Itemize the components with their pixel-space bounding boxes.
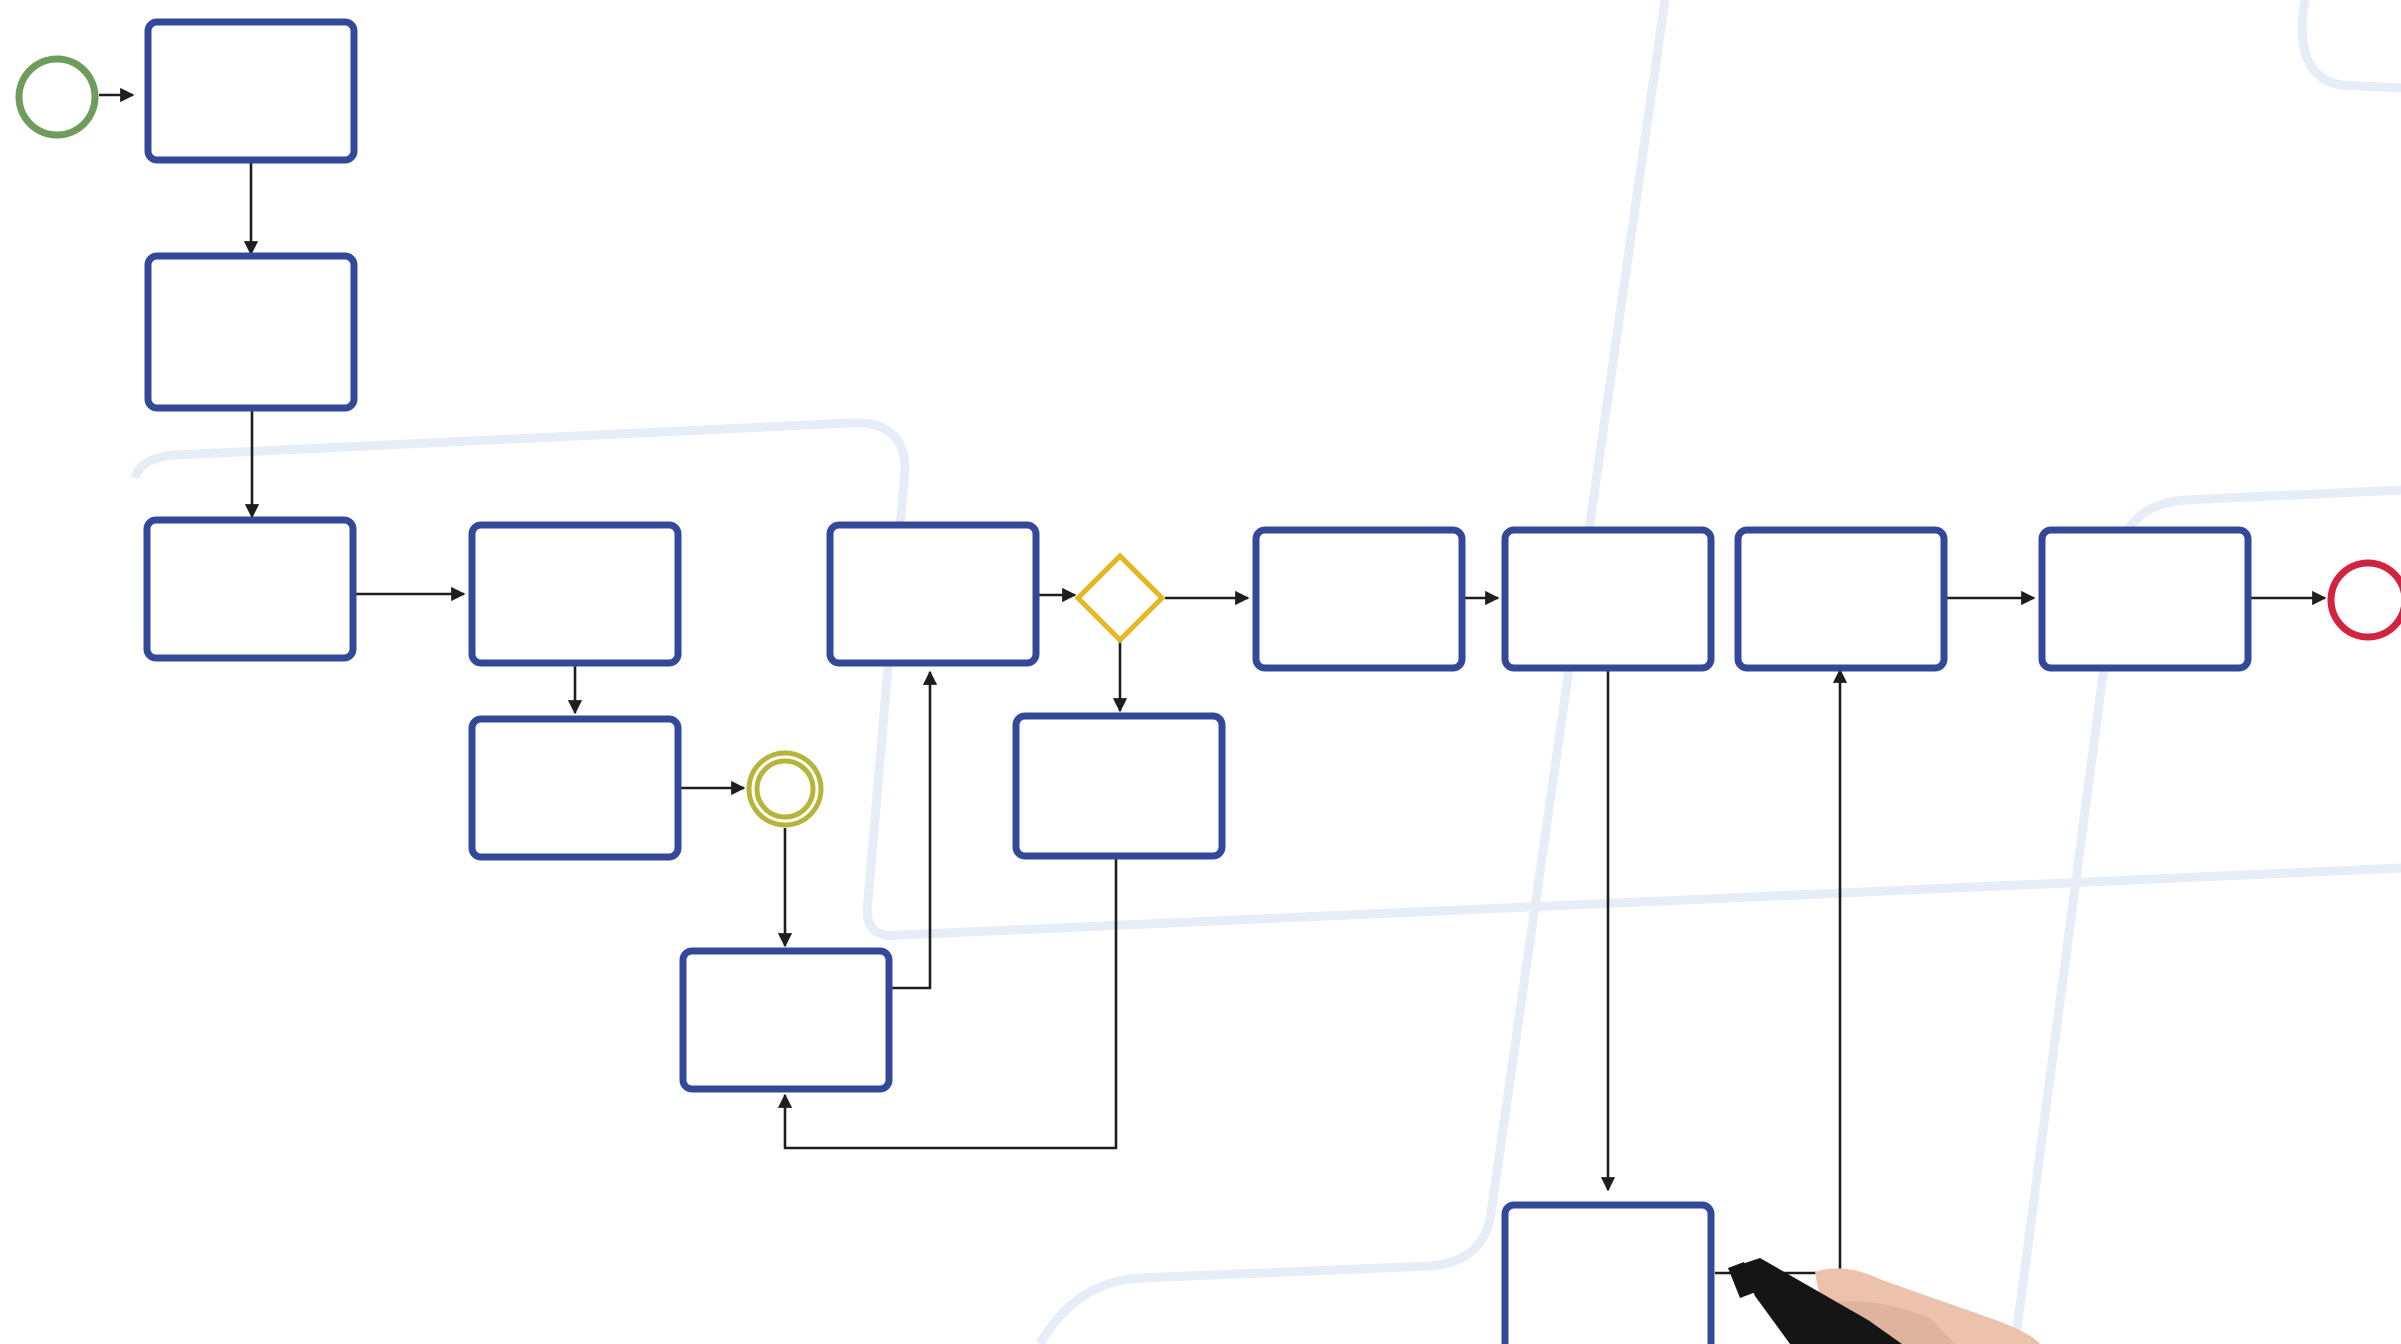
sequence-flow-12 — [777, 858, 1118, 1150]
start-event-icon — [15, 55, 99, 139]
sequence-flow-15 — [1715, 668, 1848, 1275]
task-box-3 — [143, 516, 357, 662]
task-box-4 — [468, 521, 682, 667]
hand-with-marker-icon — [1728, 1258, 2040, 1344]
glass-panel-corner — [2297, 0, 2401, 93]
task-box-11 — [1734, 526, 1948, 672]
task-box-1 — [144, 18, 358, 164]
glass-panel-left — [130, 418, 2401, 941]
task-box-13 — [1501, 1201, 1715, 1344]
task-box-8 — [1012, 712, 1226, 860]
background-glass-panels — [130, 0, 2401, 1344]
task-boxes — [143, 18, 2252, 1344]
end-event-icon — [2327, 559, 2401, 641]
task-box-10 — [1501, 526, 1715, 672]
task-box-5 — [468, 715, 682, 861]
sequence-flow-8 — [890, 670, 938, 990]
glass-panel-stripe — [1036, 0, 1670, 1344]
exclusive-gateway-icon — [1074, 552, 1166, 644]
task-box-6 — [679, 947, 893, 1093]
sequence-flows — [99, 87, 2327, 1275]
task-box-2 — [144, 252, 358, 412]
task-box-7 — [826, 521, 1040, 667]
task-box-12 — [2038, 526, 2252, 672]
task-box-9 — [1252, 526, 1466, 672]
intermediate-event-icon — [746, 750, 824, 828]
